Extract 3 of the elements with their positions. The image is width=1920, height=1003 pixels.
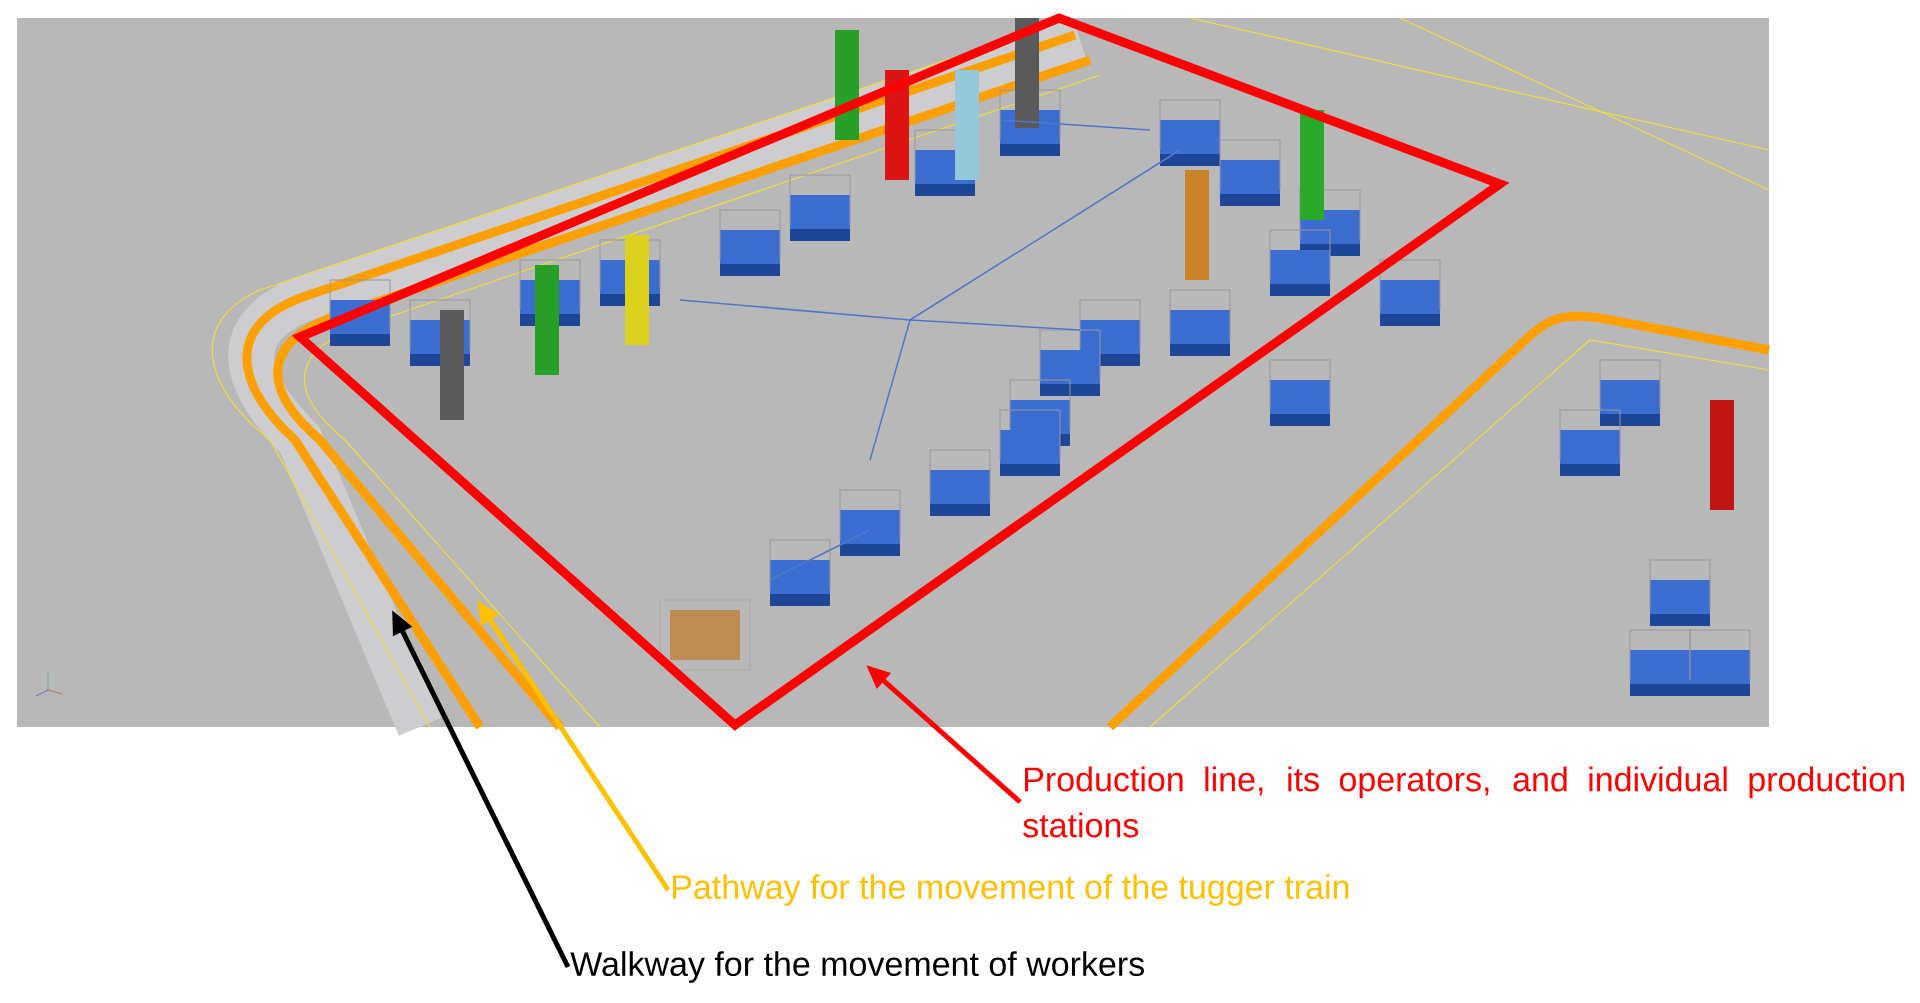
callout-text: Pathway for the movement of the tugger train [673,874,1349,906]
callout-text: Production line, its operators, and individual production stations [1023,766,1904,838]
callout-text: Walkway for the movement of workers [570,951,1144,983]
